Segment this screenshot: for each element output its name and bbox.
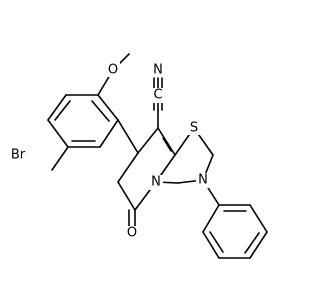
bond-ph5 [202, 231, 220, 259]
atom-bromine: Br [11, 148, 26, 163]
nitrile-n-layer: N [152, 62, 166, 78]
bond-br [51, 146, 69, 171]
bond-c6-c7 [117, 181, 136, 211]
bond-c7-c8 [117, 152, 139, 183]
bond-ar1 [97, 94, 119, 121]
bond-layer [47, 53, 268, 259]
bond-c9-c9a [157, 127, 176, 156]
atom-ring-nitrogen: N [151, 175, 161, 190]
bond-ar4 [47, 119, 69, 148]
atom-carbonyl-oxygen: O [127, 226, 137, 241]
atom-nitrile-nitrogen: N [153, 63, 163, 78]
bond-c9-c9a-double [162, 137, 172, 152]
bond-ph-inner3 [209, 231, 224, 253]
bond-ar2 [99, 119, 119, 148]
bond-ph6 [202, 204, 220, 233]
atom-amine-nitrogen: N [198, 173, 208, 188]
atom-methoxy-oxygen: O [108, 63, 118, 78]
atom-label-layer: O C S Br N N O [11, 57, 210, 241]
molecule-diagram: O C S Br N N O N [11, 53, 268, 259]
bond-ar-inner1 [91, 100, 110, 122]
bond-ph-inner2 [244, 232, 260, 254]
bond-ar5 [47, 94, 67, 121]
bond-c8-c9 [137, 127, 159, 154]
atom-nitrile-carbon: C [153, 88, 162, 103]
atom-sulfur: S [190, 121, 198, 136]
bond-ph3 [249, 231, 268, 259]
bond-aryl-c8 [117, 119, 139, 154]
bond-ar-inner3 [54, 100, 71, 121]
structure-svg: O C S Br N N O N [11, 53, 268, 259]
bond-ph2 [249, 204, 268, 233]
